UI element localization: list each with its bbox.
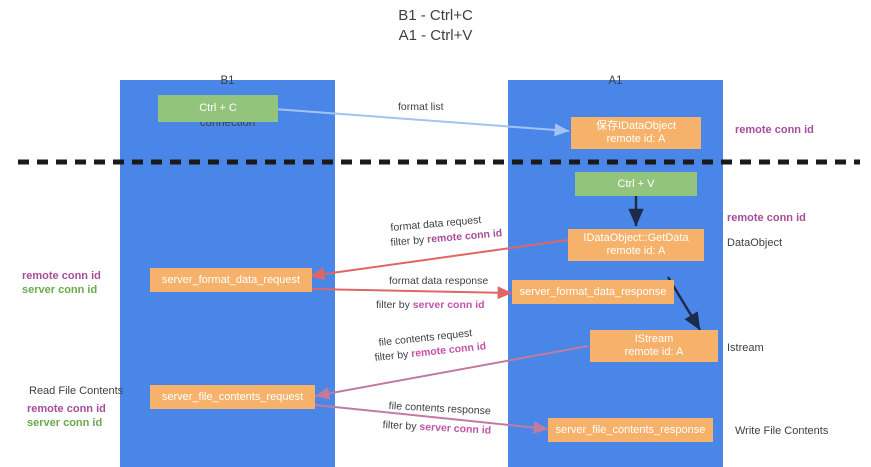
node-getdata[interactable]: IDataObject::GetData remote id: A xyxy=(568,229,704,261)
filter-prefix: filter by xyxy=(382,419,420,433)
arrow-format-data-request xyxy=(309,239,569,281)
edge-label-format-data-response: format data response xyxy=(389,275,489,287)
page-title: B1 - Ctrl+C A1 - Ctrl+V xyxy=(398,7,473,44)
note-right-istream: Istream xyxy=(727,342,764,354)
filter-highlight-server-conn-id: server conn id xyxy=(412,299,485,311)
arrow-format-data-response xyxy=(309,286,513,300)
note-right-dataobject: DataObject xyxy=(727,237,783,249)
swimlane-a1-title: A1 xyxy=(608,75,623,87)
note-left-remote-conn-id-2: remote conn id xyxy=(27,403,106,415)
filter-prefix: filter by xyxy=(374,348,412,364)
node-istream[interactable]: IStream remote id: A xyxy=(590,330,718,362)
node-save-idataobject[interactable]: 保存IDataObject remote id: A xyxy=(571,117,701,149)
arrow-format-list xyxy=(273,108,570,137)
node-server-format-data-response[interactable]: server_format_data_response xyxy=(512,280,674,304)
arrow-file-contents-request xyxy=(314,345,589,400)
edge-label-format-data-response-filter: filter by server conn id xyxy=(376,299,485,312)
note-left-remote-conn-id: remote conn id xyxy=(22,270,101,282)
swimlane-b1-title: B1 xyxy=(220,75,235,87)
node-ctrl-v[interactable]: Ctrl + V xyxy=(575,172,697,196)
filter-prefix: filter by xyxy=(376,299,413,311)
note-left-server-conn-id: server conn id xyxy=(22,284,98,296)
note-right-remote-conn-id-top: remote conn id xyxy=(735,124,814,136)
edge-label-format-list: format list xyxy=(398,101,444,113)
note-right-remote-conn-id-mid: remote conn id xyxy=(727,212,806,224)
note-left-read-file-contents: Read File Contents xyxy=(29,385,124,397)
filter-prefix: filter by xyxy=(390,233,428,249)
filter-highlight-server-conn-id-2: server conn id xyxy=(419,420,492,437)
node-server-file-contents-request[interactable]: server_file_contents_request xyxy=(150,385,315,409)
node-server-file-contents-response[interactable]: server_file_contents_response xyxy=(548,418,713,442)
node-ctrl-c[interactable]: Ctrl + C xyxy=(158,95,278,122)
arrow-file-contents-response xyxy=(314,404,549,434)
note-left-server-conn-id-2: server conn id xyxy=(27,417,103,429)
note-right-write-file-contents: Write File Contents xyxy=(735,425,829,437)
node-server-format-data-request[interactable]: server_format_data_request xyxy=(150,268,312,292)
